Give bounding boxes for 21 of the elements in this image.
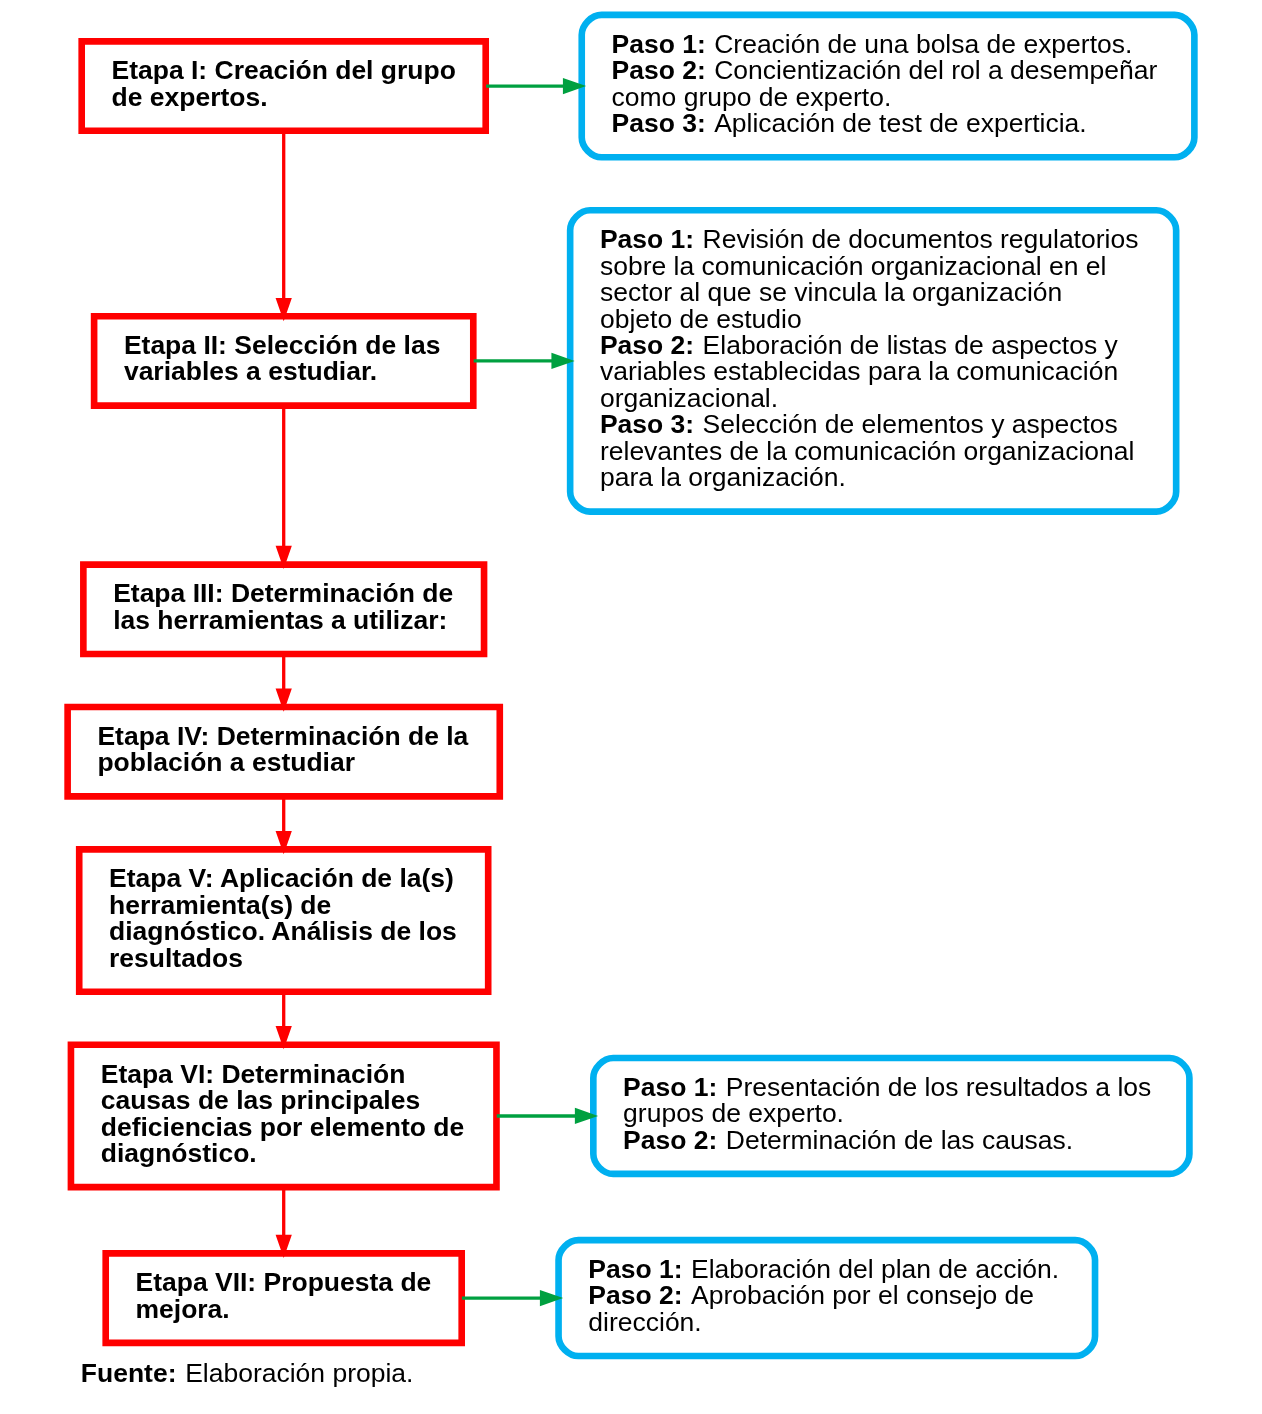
arrow (473, 352, 575, 370)
node-box: Etapa VII: Propuesta de mejora. (102, 1250, 465, 1347)
node-box: Etapa V: Aplicación de la(s) herramienta(s) de diagnóstico. Análisis de los resultados (75, 846, 492, 996)
node-box: Etapa IV: Determinación de la población a estudiar (64, 703, 504, 800)
node-box: Etapa VI: Determinación causas de las principales deficiencias por elemento de diagnóstico. (67, 1041, 500, 1191)
arrow (275, 131, 292, 322)
caption: Fuente: Elaboración propia. (80, 1358, 414, 1389)
node-box: Paso 1: Presentación de los resultados a los grupos de experto. Paso 2: Determinación de las causas. (590, 1054, 1193, 1178)
node-box: Etapa I: Creación del grupo de expertos. (78, 38, 489, 135)
node-box: Paso 1: Elaboración del plan de acción. Paso 2: Aprobación por el consejo de dirección. (555, 1236, 1099, 1360)
arrow (496, 1107, 599, 1125)
arrow (275, 796, 292, 855)
node-box: Paso 1: Creación de una bolsa de expertos. Paso 2: Concientización del rol a desempeñar como grupo de experto. Paso 3: Aplicación de test de experticia. (578, 11, 1198, 161)
node-box: Paso 1: Revisión de documentos regulatorios sobre la comunicación organizacional en el sector al que se vincula la organización objeto de estudio Paso 2: Elaboración de listas de aspectos y variables establecidas para la comunicación organizacional. Paso 3: Selección de elementos y aspectos relevantes de la comunicación organizacional para la organización. (566, 206, 1180, 515)
node-box: Etapa III: Determinación de las herramientas a utilizar: (80, 561, 488, 658)
node-box: Etapa II: Selección de las variables a estudiar. (90, 312, 477, 409)
arrow (461, 1290, 564, 1307)
arrow (275, 1187, 292, 1259)
arrow (486, 77, 587, 95)
arrow (275, 654, 292, 712)
arrow (275, 992, 292, 1050)
